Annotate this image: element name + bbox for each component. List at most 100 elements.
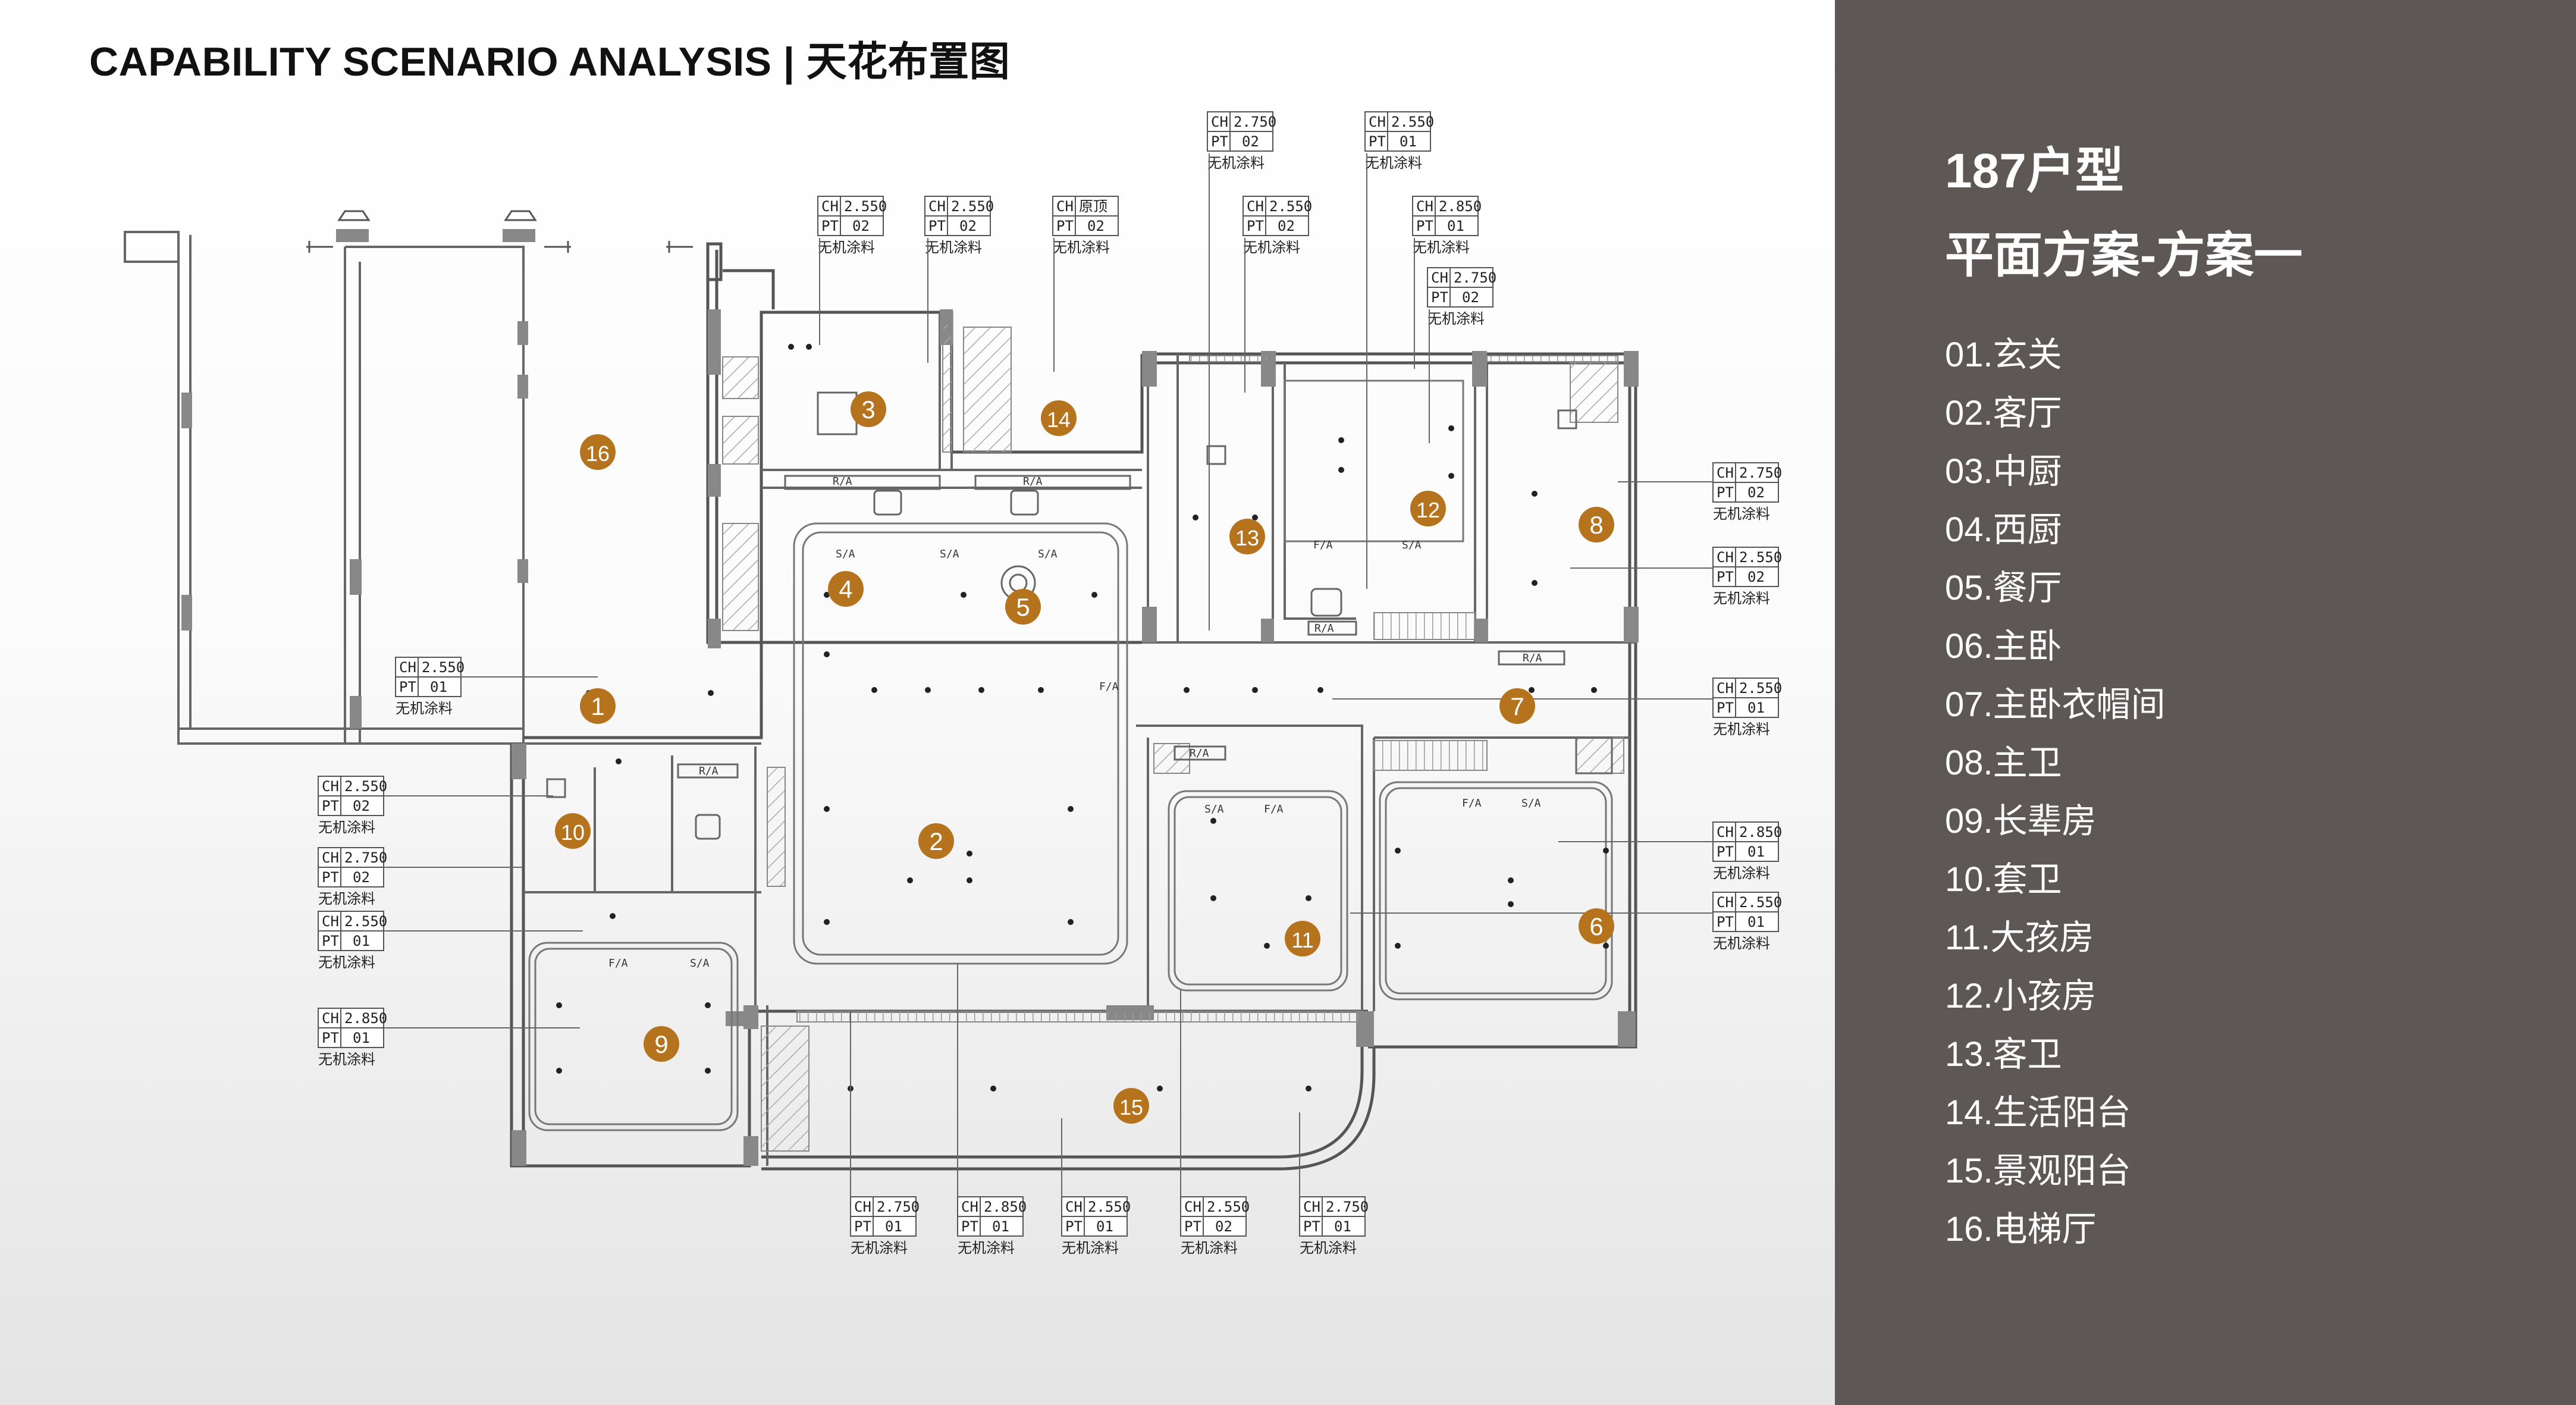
svg-text:02: 02 <box>1462 289 1479 306</box>
svg-text:14: 14 <box>1047 407 1071 432</box>
svg-text:PT: PT <box>1184 1218 1201 1235</box>
svg-text:2.750: 2.750 <box>1326 1199 1369 1215</box>
ceiling-recesses <box>528 380 1613 1131</box>
svg-text:无机涂料: 无机涂料 <box>318 820 375 836</box>
svg-text:01: 01 <box>1096 1218 1113 1235</box>
fixture-label-texts: R/A R/A R/A R/A R/A R/A S/A S/A S/A F/A … <box>608 475 1542 970</box>
fixture-label: R/A <box>1523 652 1542 664</box>
unit-type-title: 187户型 <box>1945 144 2124 198</box>
fixture-label: F/A <box>1462 797 1482 810</box>
svg-text:无机涂料: 无机涂料 <box>1427 311 1485 327</box>
svg-text:无机涂料: 无机涂料 <box>1713 722 1770 738</box>
svg-text:01: 01 <box>353 1030 370 1046</box>
svg-text:无机涂料: 无机涂料 <box>1413 240 1470 256</box>
downlights <box>556 344 1609 1092</box>
fixture-label: F/A <box>608 957 628 970</box>
svg-text:01: 01 <box>1747 843 1765 860</box>
svg-text:CH: CH <box>1416 198 1433 215</box>
elevator-hall-columns <box>181 229 535 729</box>
room-marker-7: 7 <box>1499 688 1535 724</box>
svg-text:CH: CH <box>1184 1199 1201 1215</box>
side-panel: 187户型 平面方案-方案一 01.玄关 02.客厅 03.中厨 04.西厨 0… <box>1835 0 2576 1405</box>
svg-text:2.850: 2.850 <box>984 1199 1027 1215</box>
fixture-label: S/A <box>1402 539 1422 551</box>
room-marker-5: 5 <box>1005 589 1041 625</box>
room-marker-10: 10 <box>555 813 591 849</box>
fixture-label: R/A <box>1023 475 1043 488</box>
svg-text:02: 02 <box>1747 569 1765 585</box>
svg-text:1: 1 <box>591 692 604 720</box>
room-marker-3: 3 <box>851 391 886 427</box>
svg-text:PT: PT <box>1211 133 1228 150</box>
room-marker-16: 16 <box>580 434 616 470</box>
room-marker-8: 8 <box>1579 507 1614 542</box>
svg-text:PT: PT <box>1431 289 1448 306</box>
svg-text:02: 02 <box>353 798 370 814</box>
room-marker-1: 1 <box>580 688 616 724</box>
svg-text:5: 5 <box>1016 593 1030 621</box>
built-in-storage <box>722 324 1624 1152</box>
svg-text:PT: PT <box>854 1218 871 1235</box>
svg-text:2: 2 <box>929 827 943 855</box>
fixture-label: S/A <box>690 957 710 970</box>
legend-item: 01.玄关 <box>1945 335 2062 374</box>
page-title: CAPABILITY SCENARIO ANALYSIS | 天花布置图 <box>89 39 1011 84</box>
svg-text:无机涂料: 无机涂料 <box>318 891 375 907</box>
svg-text:2.850: 2.850 <box>1739 824 1782 841</box>
svg-text:2.550: 2.550 <box>1088 1199 1131 1215</box>
fixture-label: S/A <box>836 548 855 560</box>
svg-text:PT: PT <box>1247 218 1264 234</box>
svg-text:CH: CH <box>1717 680 1734 697</box>
svg-text:CH: CH <box>1717 549 1734 566</box>
svg-text:02: 02 <box>959 218 977 234</box>
svg-text:CH: CH <box>322 778 339 795</box>
top-equipment-marks <box>306 210 693 253</box>
legend-item: 09.长辈房 <box>1945 802 2097 841</box>
legend-item: 13.客卫 <box>1945 1035 2062 1074</box>
svg-text:无机涂料: 无机涂料 <box>1713 936 1770 952</box>
svg-text:2.850: 2.850 <box>344 1010 387 1027</box>
svg-text:2.550: 2.550 <box>344 913 387 930</box>
svg-text:CH: CH <box>322 913 339 930</box>
svg-text:无机涂料: 无机涂料 <box>818 240 875 256</box>
svg-text:11: 11 <box>1291 928 1313 952</box>
room-marker-14: 14 <box>1041 400 1077 436</box>
svg-text:2.550: 2.550 <box>1207 1199 1250 1215</box>
svg-text:无机涂料: 无机涂料 <box>1365 155 1422 171</box>
svg-text:PT: PT <box>1369 133 1386 150</box>
svg-text:无机涂料: 无机涂料 <box>1713 506 1770 522</box>
svg-text:CH: CH <box>1303 1199 1320 1215</box>
fixture-label: R/A <box>699 765 718 777</box>
svg-text:PT: PT <box>1065 1218 1083 1235</box>
svg-text:6: 6 <box>1589 912 1603 940</box>
legend-item: 12.小孩房 <box>1945 977 2097 1015</box>
svg-text:02: 02 <box>852 218 870 234</box>
svg-text:无机涂料: 无机涂料 <box>1713 865 1770 882</box>
svg-text:PT: PT <box>1303 1218 1320 1235</box>
legend-item: 02.客厅 <box>1945 394 2062 432</box>
tag-leader-lines <box>384 153 1713 1197</box>
svg-text:PT: PT <box>821 218 839 234</box>
svg-text:2.550: 2.550 <box>1391 114 1434 130</box>
svg-text:CH: CH <box>322 849 339 866</box>
svg-text:无机涂料: 无机涂料 <box>1300 1240 1357 1256</box>
fixture-label: R/A <box>1314 622 1334 635</box>
svg-text:PT: PT <box>1717 914 1734 930</box>
svg-text:CH: CH <box>322 1010 339 1027</box>
svg-text:CH: CH <box>1247 198 1264 215</box>
svg-text:无机涂料: 无机涂料 <box>925 240 982 256</box>
